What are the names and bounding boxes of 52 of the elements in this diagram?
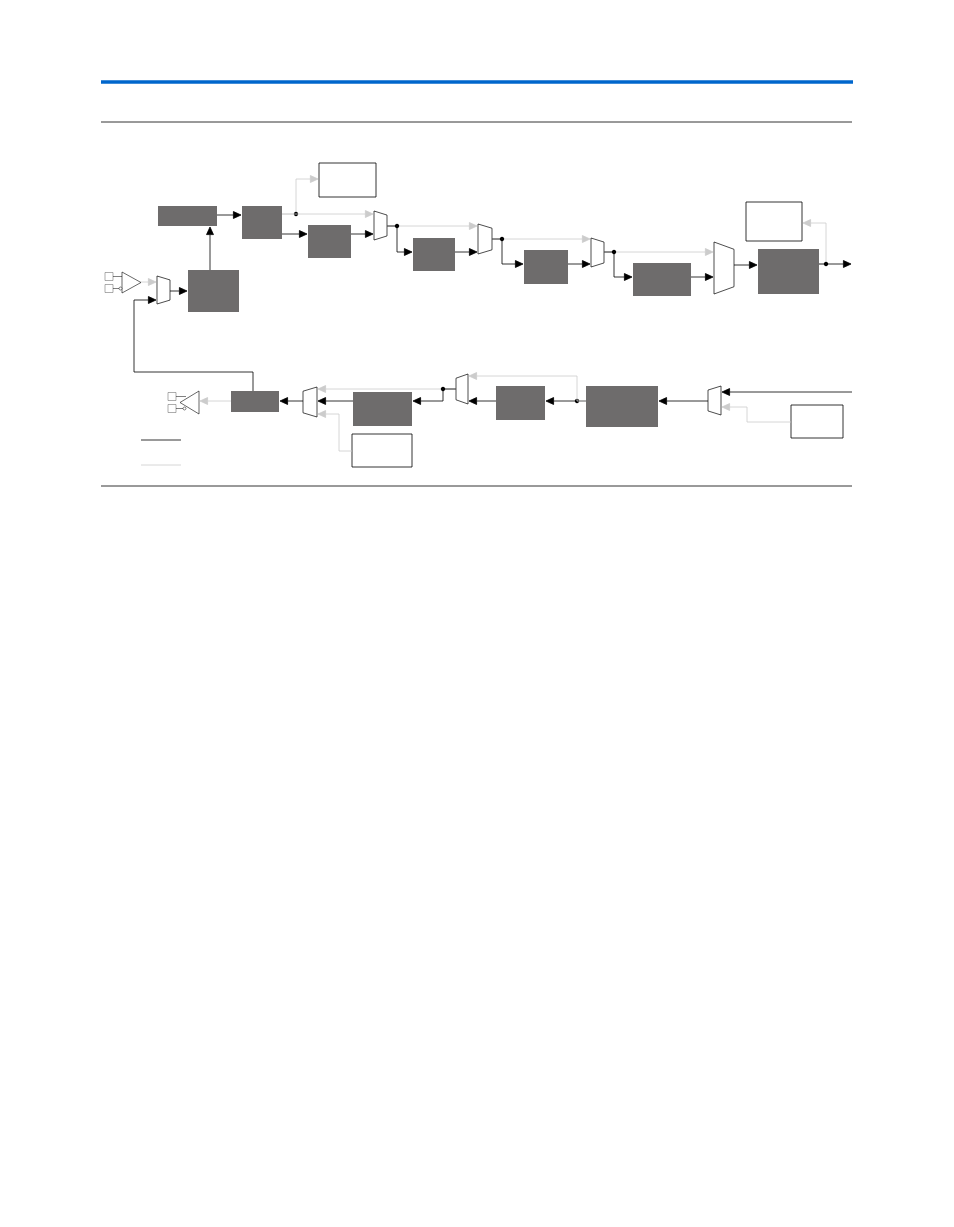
multiplexer (455, 373, 469, 405)
arrow (412, 388, 457, 405)
outline-box (318, 162, 377, 198)
function-block (308, 225, 351, 258)
arrow (133, 296, 254, 392)
function-block (633, 263, 691, 296)
arrow (386, 225, 413, 256)
multiplexer (373, 210, 388, 241)
arrow (317, 410, 353, 452)
arrow (658, 397, 709, 405)
multiplexer (707, 385, 722, 416)
multiplexer (713, 241, 735, 295)
arrow (721, 403, 792, 423)
outline-box (745, 201, 803, 242)
function-block (188, 270, 239, 312)
arrow (567, 260, 591, 268)
multiplexer (477, 223, 493, 255)
multiplexer (590, 237, 605, 268)
outline-box (351, 433, 413, 468)
arrow (721, 388, 853, 396)
arrow (350, 230, 374, 238)
buffer-drawing (167, 390, 200, 415)
outline-box (790, 404, 844, 439)
function-block (758, 249, 819, 294)
arrow (454, 248, 478, 256)
function-block (524, 250, 568, 284)
arrow (468, 372, 587, 402)
arrow (317, 397, 354, 405)
arrow (603, 251, 633, 281)
function-block (231, 391, 279, 412)
function-block (242, 206, 282, 239)
arrow (169, 287, 188, 295)
arrow (733, 261, 758, 269)
multiplexer (302, 386, 318, 418)
function-block (158, 206, 217, 226)
arrow (199, 397, 232, 405)
arrow (140, 278, 157, 286)
arrow (216, 211, 242, 219)
arrow (281, 230, 308, 238)
arrow (281, 210, 374, 218)
arrow (690, 273, 714, 281)
arrow (206, 226, 214, 271)
function-block (586, 386, 658, 427)
arrow (279, 397, 304, 405)
arrow (468, 397, 497, 405)
multiplexer (156, 275, 171, 305)
arrow (491, 238, 524, 268)
function-block (413, 238, 455, 271)
buffer-drawing (104, 271, 142, 294)
arrow (818, 260, 852, 268)
function-block (496, 386, 545, 420)
function-block (353, 392, 412, 426)
